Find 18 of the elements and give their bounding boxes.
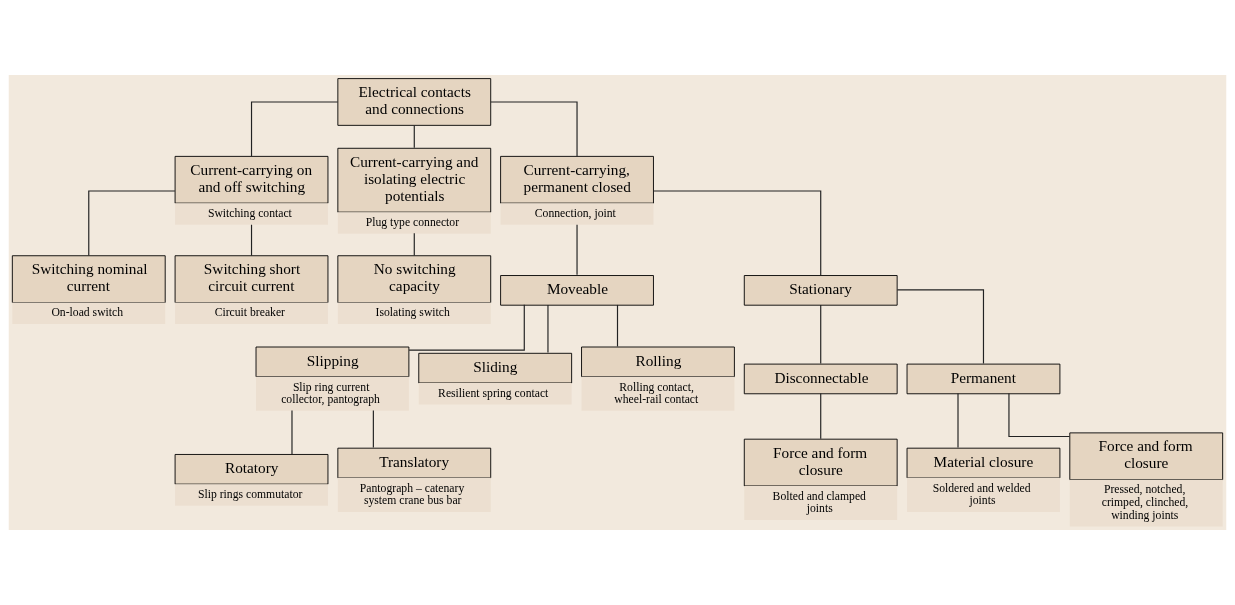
connector bbox=[250, 224, 253, 257]
connector bbox=[616, 304, 619, 348]
connector bbox=[896, 289, 985, 365]
connector bbox=[490, 101, 578, 157]
connector bbox=[547, 304, 549, 354]
connector bbox=[576, 224, 578, 276]
connector bbox=[408, 304, 525, 351]
connector bbox=[372, 409, 374, 449]
connector bbox=[250, 101, 339, 157]
connector bbox=[652, 190, 822, 276]
connector bbox=[413, 124, 415, 149]
connector bbox=[1008, 392, 1071, 438]
connector bbox=[820, 304, 822, 364]
connector bbox=[820, 392, 822, 440]
connector bbox=[291, 409, 293, 455]
connector bbox=[413, 232, 415, 257]
connector bbox=[957, 392, 959, 449]
connector bbox=[88, 190, 176, 257]
